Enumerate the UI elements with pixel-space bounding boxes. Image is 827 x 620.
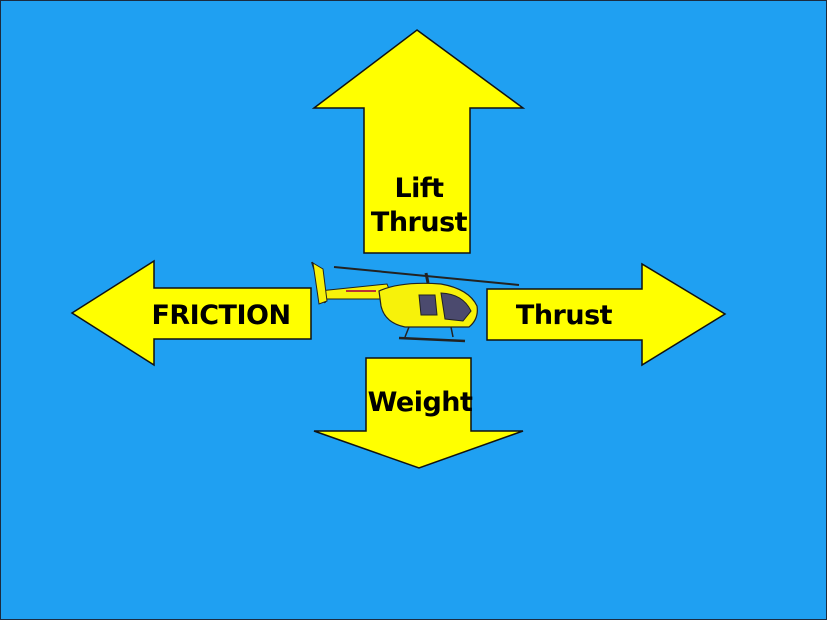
right-arrow-label: Thrust [516, 300, 613, 331]
left-arrow-label: FRICTION [151, 300, 290, 331]
left-arrow-shape [70, 259, 312, 367]
left-arrow: FRICTION [70, 259, 312, 367]
up-arrow-label-line1: Lift [394, 173, 444, 204]
up-arrow-label-line2: Thrust [371, 207, 468, 238]
helicopter-icon [311, 261, 520, 343]
up-arrow-shape [311, 29, 526, 254]
down-arrow: Weight [313, 357, 524, 469]
up-arrow: Lift Thrust [311, 29, 526, 254]
down-arrow-label: Weight [368, 387, 473, 418]
right-arrow-shape [486, 262, 727, 367]
down-arrow-shape [313, 357, 524, 469]
right-arrow: Thrust [486, 262, 727, 367]
